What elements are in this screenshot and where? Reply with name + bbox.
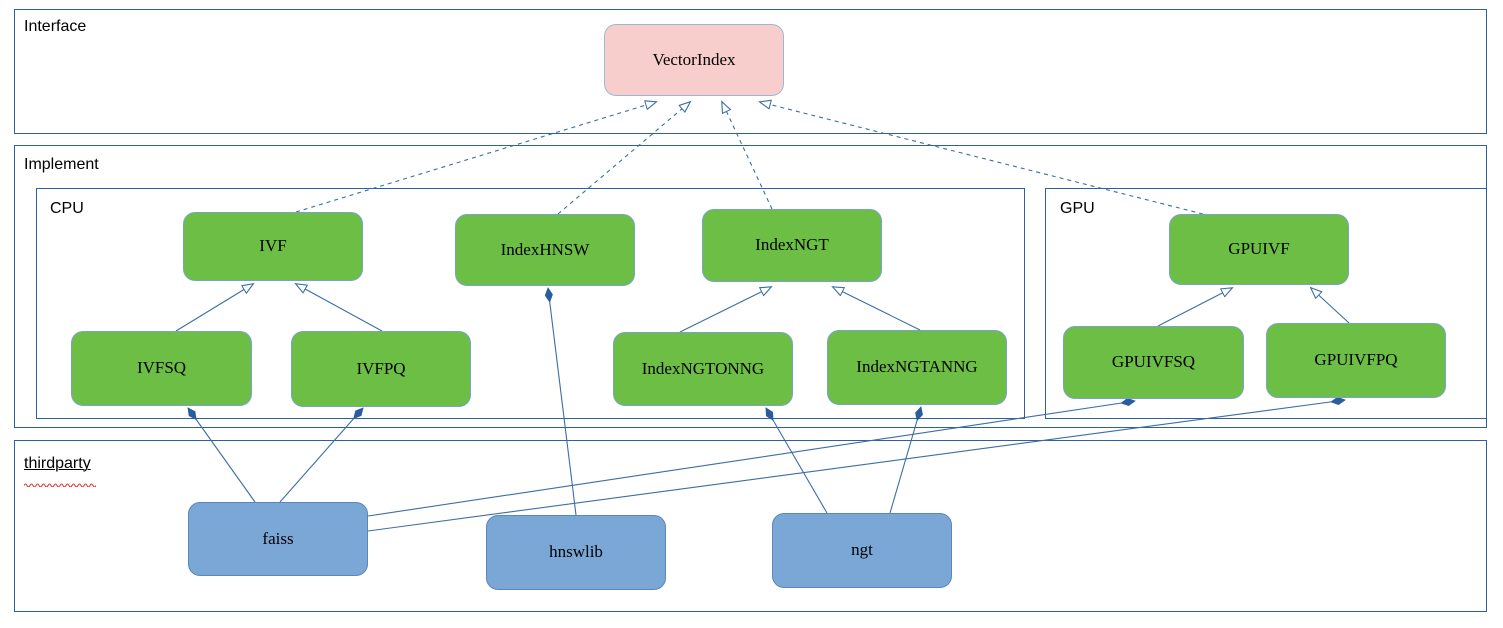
class-node-indexngtonng[interactable]: IndexNGTONNG: [613, 332, 793, 406]
class-node-label-ivf: IVF: [259, 236, 287, 256]
class-node-label-gpuivfpq: GPUIVFPQ: [1314, 350, 1398, 370]
class-node-gpuivfsq[interactable]: GPUIVFSQ: [1063, 326, 1244, 399]
class-node-ngt[interactable]: ngt: [772, 513, 952, 588]
section-label-gpu: GPU: [1060, 200, 1095, 217]
class-node-vectorindex[interactable]: VectorIndex: [604, 24, 784, 96]
class-node-gpuivfpq[interactable]: GPUIVFPQ: [1266, 323, 1446, 398]
spellcheck-squiggle-icon: [23, 474, 97, 488]
class-node-indexhnsw[interactable]: IndexHNSW: [455, 214, 635, 286]
class-node-indexngtanng[interactable]: IndexNGTANNG: [827, 330, 1007, 405]
class-node-label-indexngtanng: IndexNGTANNG: [856, 357, 978, 377]
class-node-label-ngt: ngt: [851, 540, 873, 560]
class-node-label-ivfpq: IVFPQ: [356, 358, 406, 378]
section-label-cpu: CPU: [50, 200, 84, 217]
class-node-label-faiss: faiss: [262, 528, 294, 548]
class-node-label-gpuivfsq: GPUIVFSQ: [1111, 352, 1196, 372]
class-node-label-hnswlib: hnswlib: [549, 542, 603, 562]
class-node-hnswlib[interactable]: hnswlib: [486, 515, 666, 590]
section-label-implement: Implement: [24, 156, 99, 173]
class-node-ivf[interactable]: IVF: [183, 212, 363, 281]
class-node-label-gpuivf: GPUIVF: [1228, 239, 1290, 259]
section-label-thirdparty: thirdparty: [24, 455, 91, 472]
class-node-gpuivf[interactable]: GPUIVF: [1169, 214, 1349, 285]
class-node-ivfpq[interactable]: IVFPQ: [291, 331, 471, 407]
section-label-interface: Interface: [24, 18, 87, 35]
class-node-indexngt[interactable]: IndexNGT: [702, 209, 882, 282]
class-node-label-indexhnsw: IndexHNSW: [500, 239, 590, 259]
class-node-label-indexngtonng: IndexNGTONNG: [641, 358, 765, 378]
class-node-ivfsq[interactable]: IVFSQ: [71, 331, 252, 406]
class-node-faiss[interactable]: faiss: [188, 502, 368, 576]
class-node-label-indexngt: IndexNGT: [755, 235, 829, 255]
class-node-label-vectorindex: VectorIndex: [652, 49, 736, 69]
class-node-label-ivfsq: IVFSQ: [136, 358, 187, 378]
